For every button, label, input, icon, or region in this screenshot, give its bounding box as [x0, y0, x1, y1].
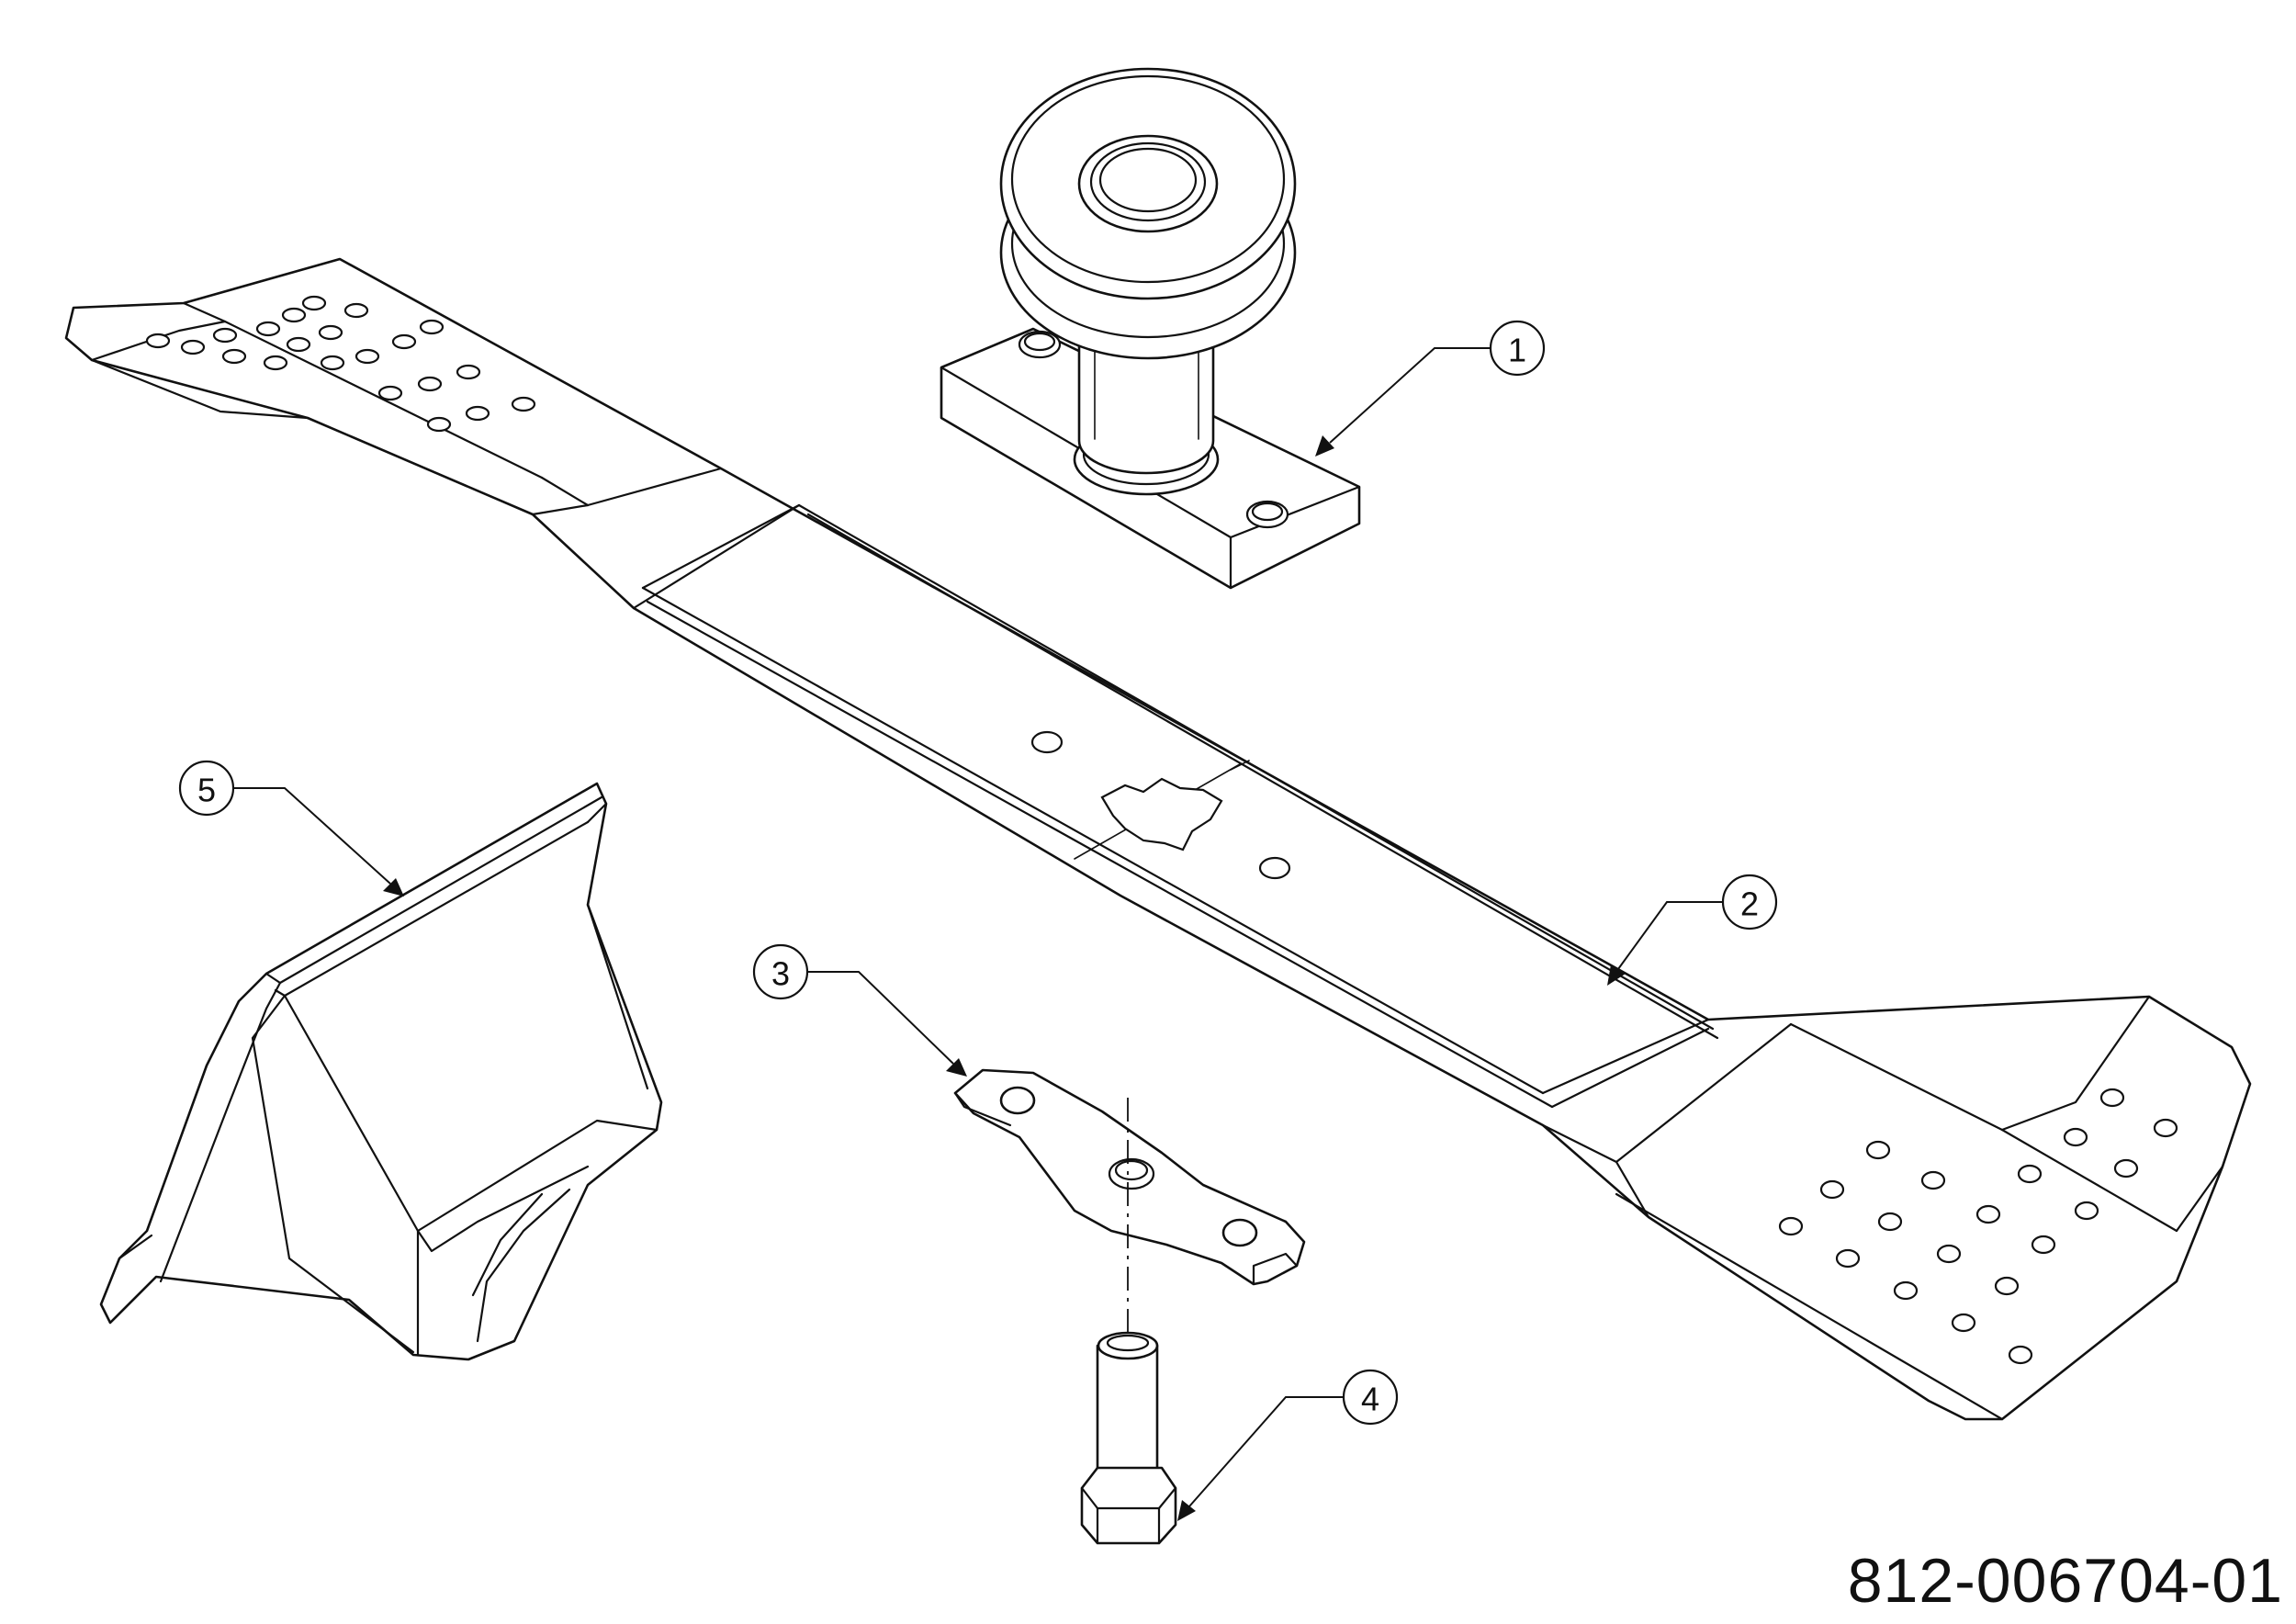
callout-4: 4 [1342, 1369, 1399, 1426]
blade-holes-left [145, 295, 536, 433]
callout-2-label: 2 [1740, 885, 1759, 923]
callout-2: 2 [1721, 874, 1778, 930]
deflector-chute [99, 782, 663, 1361]
callout-5: 5 [178, 760, 235, 817]
callout-1: 1 [1489, 320, 1546, 377]
hex-bolt [1080, 1331, 1177, 1545]
mower-blade [64, 257, 2252, 1421]
callout-3-label: 3 [771, 955, 790, 993]
blade-star-arbor [1100, 777, 1223, 851]
blade-adapter [953, 1068, 1306, 1286]
blade-holes-right [1778, 1088, 2178, 1365]
blade-spindle-pulley [940, 67, 1361, 590]
drawing-number: 812-006704-01 [1847, 1546, 2283, 1616]
callout-leaders [234, 347, 1722, 1521]
callout-1-label: 1 [1508, 332, 1526, 369]
blade-center-hole-left [1030, 730, 1064, 754]
callout-5-label: 5 [197, 772, 216, 809]
callout-3: 3 [752, 943, 809, 1000]
callout-4-label: 4 [1361, 1381, 1379, 1418]
blade-center-hole-right [1258, 856, 1291, 880]
